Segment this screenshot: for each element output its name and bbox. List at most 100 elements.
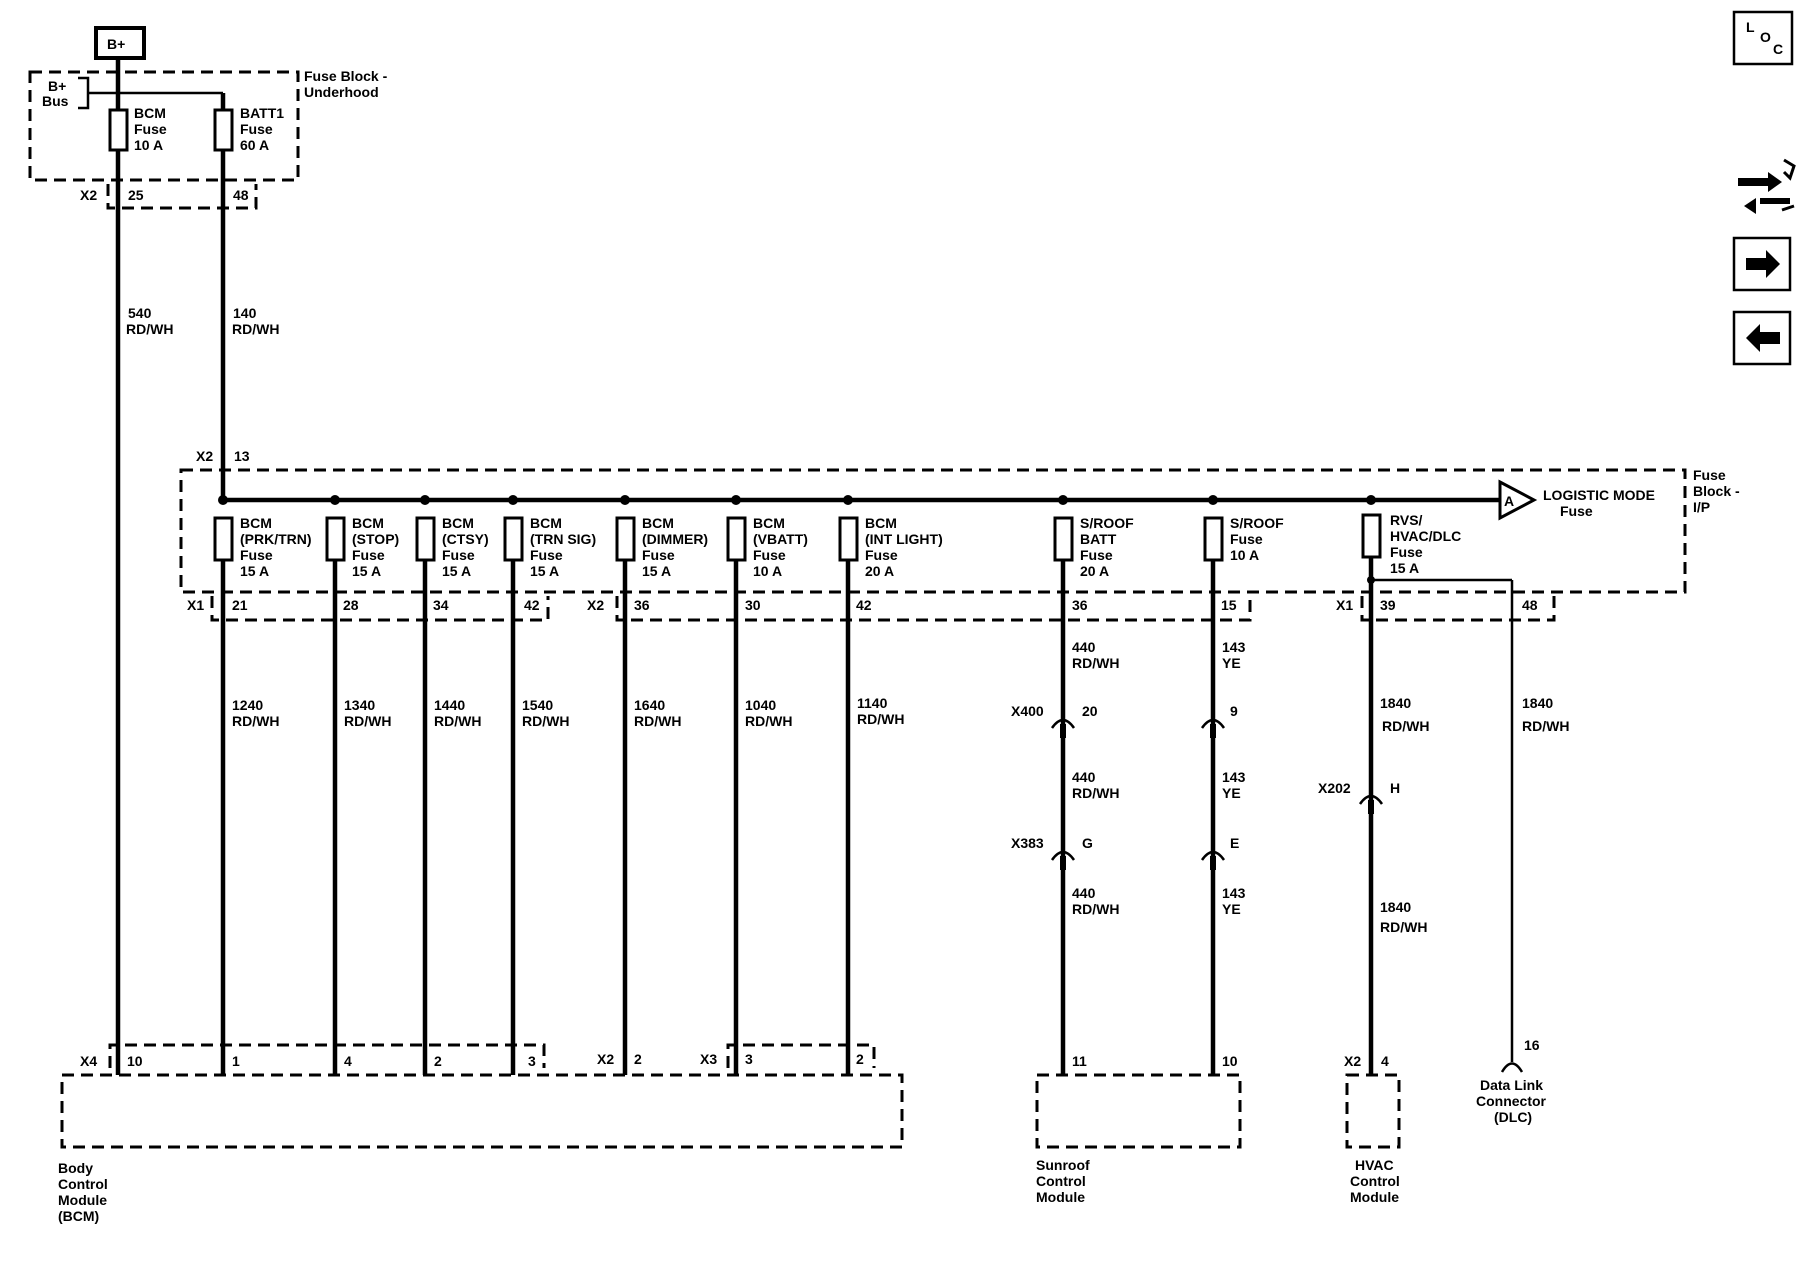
svg-text:10 A: 10 A <box>753 563 782 579</box>
dlc-label: (DLC) <box>1494 1109 1532 1125</box>
hvac-label: Control <box>1350 1173 1400 1189</box>
wire-color: RD/WH <box>522 713 569 729</box>
svg-text:X202: X202 <box>1318 780 1351 796</box>
bcm-label: Control <box>58 1176 108 1192</box>
svg-text:15 A: 15 A <box>642 563 671 579</box>
dlc-label: Connector <box>1476 1093 1547 1109</box>
arrow-right-icon <box>1746 250 1780 278</box>
ip-fuse-sroof-batt: S/ROOF BATT Fuse 20 A <box>1053 495 1134 579</box>
fuse-label: BCM <box>134 105 166 121</box>
svg-text:O: O <box>1760 29 1771 45</box>
svg-text:BATT: BATT <box>1080 531 1117 547</box>
fuse-block-ip-label: Fuse <box>1693 467 1726 483</box>
ip-fuse-int-light: BCM (INT LIGHT) Fuse 20 A <box>838 495 943 579</box>
connector-exchange-icon[interactable] <box>1738 158 1796 214</box>
bus-label: B+ <box>48 78 66 94</box>
fuse-block-ip-outline <box>179 468 1687 594</box>
svg-text:E: E <box>1230 835 1239 851</box>
ip-fuse-dimmer: BCM (DIMMER) Fuse 15 A <box>615 495 708 579</box>
svg-text:10 A: 10 A <box>1230 547 1259 563</box>
ip-fuse-sroof: S/ROOF Fuse 10 A <box>1203 495 1284 563</box>
dlc-label: Data Link <box>1480 1077 1543 1093</box>
wire-color: RD/WH <box>232 713 279 729</box>
inline-connector-x383: X383 G E <box>1011 835 1239 870</box>
svg-text:BCM: BCM <box>352 515 384 531</box>
bcm-label: (BCM) <box>58 1208 99 1224</box>
svg-text:Fuse: Fuse <box>1390 544 1423 560</box>
svg-text:(TRN SIG): (TRN SIG) <box>530 531 596 547</box>
bcm-outline <box>60 1073 904 1149</box>
wire-circuit: 1340 <box>344 697 375 713</box>
pin-label: 21 <box>232 597 248 613</box>
svg-text:C: C <box>1773 41 1783 57</box>
pin-label: 42 <box>524 597 540 613</box>
svg-text:Fuse: Fuse <box>865 547 898 563</box>
connector-label: X1 <box>1336 597 1353 613</box>
svg-text:BCM: BCM <box>240 515 272 531</box>
svg-text:15 A: 15 A <box>442 563 471 579</box>
svg-text:S/ROOF: S/ROOF <box>1230 515 1284 531</box>
wire-color: RD/WH <box>1072 785 1119 801</box>
pin-label: 16 <box>1524 1037 1540 1053</box>
location-button[interactable]: L O C <box>1732 10 1794 66</box>
svg-text:BCM: BCM <box>642 515 674 531</box>
wire-color: RD/WH <box>344 713 391 729</box>
wire-color: RD/WH <box>232 321 279 337</box>
svg-text:(INT LIGHT): (INT LIGHT) <box>865 531 943 547</box>
svg-text:Fuse: Fuse <box>1230 531 1263 547</box>
wire-circuit: 143 <box>1222 639 1246 655</box>
wire-circuit: 1840 <box>1380 899 1411 915</box>
svg-text:(STOP): (STOP) <box>352 531 399 547</box>
fuse-block-underhood-label: Fuse Block - <box>304 68 388 84</box>
hvac-label: Module <box>1350 1189 1399 1205</box>
svg-text:Fuse: Fuse <box>240 547 273 563</box>
wire-circuit: 1440 <box>434 697 465 713</box>
pin-label: 48 <box>233 187 249 203</box>
svg-text:20 A: 20 A <box>1080 563 1109 579</box>
logistic-mode-title: LOGISTIC MODE <box>1543 487 1655 503</box>
next-page-button[interactable] <box>1732 236 1792 292</box>
wire-circuit: 440 <box>1072 639 1096 655</box>
pin-label: 3 <box>745 1051 753 1067</box>
svg-text:15 A: 15 A <box>1390 560 1419 576</box>
svg-text:(DIMMER): (DIMMER) <box>642 531 708 547</box>
fuse-label: Fuse <box>240 121 273 137</box>
connector-label: X2 <box>1344 1053 1361 1069</box>
pin-label: 10 <box>1222 1053 1238 1069</box>
wire-circuit: 1640 <box>634 697 665 713</box>
pin-label: 30 <box>745 597 761 613</box>
wire-circuit: 440 <box>1072 769 1096 785</box>
connector-label: X2 <box>80 187 97 203</box>
svg-text:(VBATT): (VBATT) <box>753 531 808 547</box>
pin-label: 4 <box>1381 1053 1389 1069</box>
wire-color: RD/WH <box>1382 718 1429 734</box>
connector-label: X4 <box>80 1053 97 1069</box>
pin-label: 1 <box>232 1053 240 1069</box>
pin-label: 2 <box>634 1051 642 1067</box>
svg-text:20 A: 20 A <box>865 563 894 579</box>
svg-text:(CTSY): (CTSY) <box>442 531 489 547</box>
svg-text:15 A: 15 A <box>530 563 559 579</box>
pin-label: 4 <box>344 1053 352 1069</box>
fuse-block-underhood-outline <box>28 70 300 182</box>
svg-text:X383: X383 <box>1011 835 1044 851</box>
svg-text:15 A: 15 A <box>352 563 381 579</box>
pin-label: 3 <box>528 1053 536 1069</box>
svg-text:BCM: BCM <box>442 515 474 531</box>
previous-page-button[interactable] <box>1732 310 1792 366</box>
ip-fuse-vbatt: BCM (VBATT) Fuse 10 A <box>726 495 808 579</box>
bcm-label: Module <box>58 1192 107 1208</box>
fuse-batt1 <box>213 108 234 152</box>
sunroof-label: Sunroof <box>1036 1157 1090 1173</box>
svg-text:S/ROOF: S/ROOF <box>1080 515 1134 531</box>
pin-label: 39 <box>1380 597 1396 613</box>
ip-fuse-rvs-hvac-dlc: RVS/ HVAC/DLC Fuse 15 A <box>1361 495 1461 576</box>
svg-text:20: 20 <box>1082 703 1098 719</box>
wire-color: YE <box>1222 655 1241 671</box>
b-plus-label: B+ <box>107 36 125 52</box>
wire-color: RD/WH <box>434 713 481 729</box>
ip-fuse-prk-trn: BCM (PRK/TRN) Fuse 15 A <box>213 495 312 579</box>
svg-text:15 A: 15 A <box>240 563 269 579</box>
wire-circuit: 1540 <box>522 697 553 713</box>
